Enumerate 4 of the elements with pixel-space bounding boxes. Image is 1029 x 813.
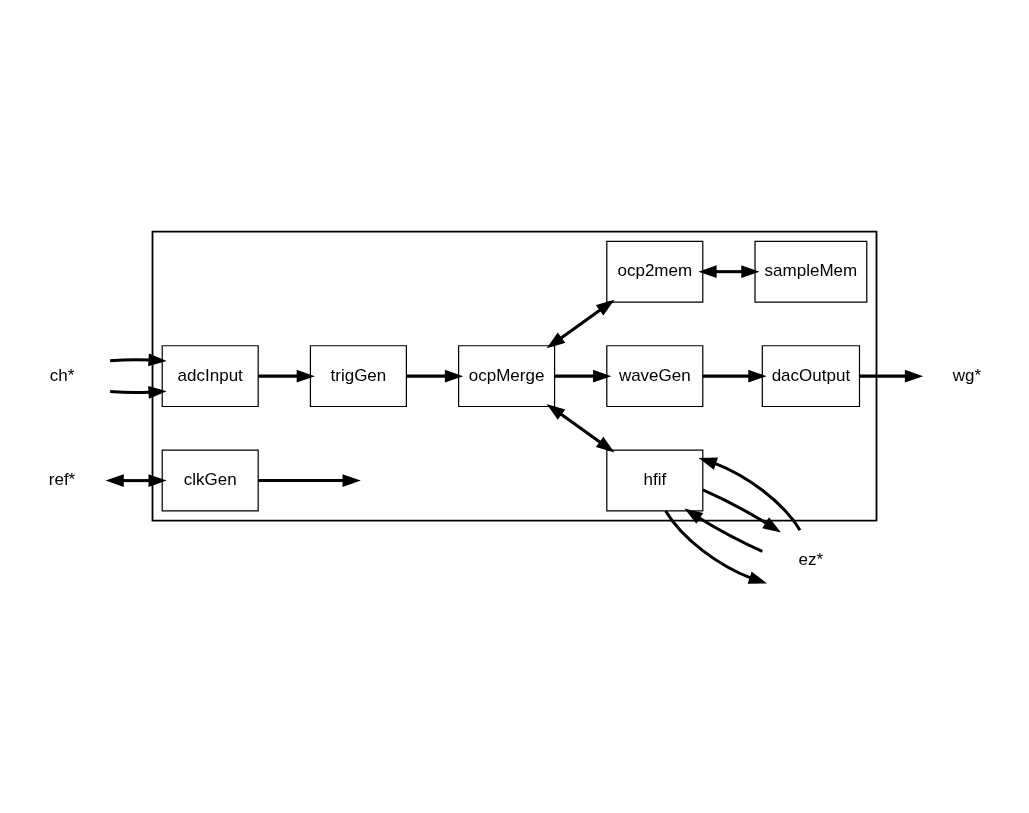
node-text: wg* xyxy=(952,365,982,385)
node-text: ref* xyxy=(48,470,76,490)
node-text: ez* xyxy=(798,550,824,570)
node-text: ch* xyxy=(49,365,75,385)
